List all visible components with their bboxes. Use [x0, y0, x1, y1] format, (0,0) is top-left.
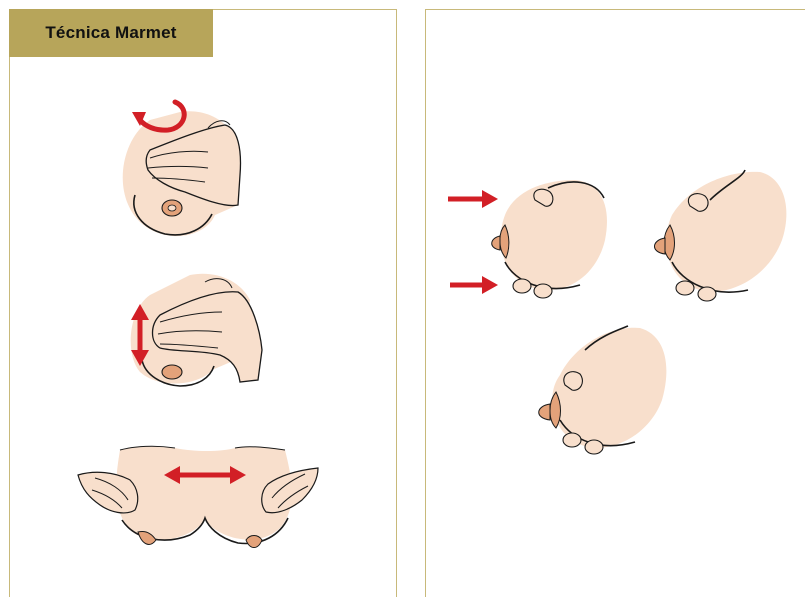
push-back-figure — [448, 180, 607, 298]
compress-figure — [654, 170, 786, 301]
roll-forward-figure — [539, 326, 667, 454]
